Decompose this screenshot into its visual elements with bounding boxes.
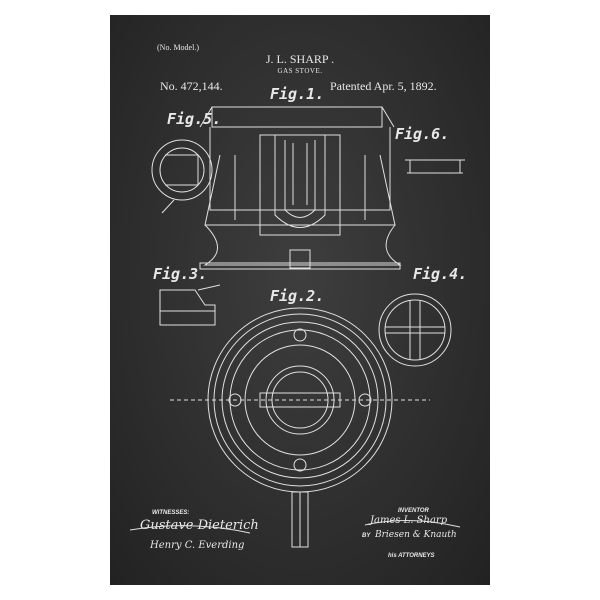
patent-number: No. 472,144. [160, 79, 223, 93]
inventor-title: J. L. SHARP . [265, 52, 335, 66]
fig-3-label: Fig.3. [153, 265, 208, 283]
invention-subtitle: GAS STOVE. [277, 67, 323, 75]
attorney-signature: Briesen & Knauth [375, 530, 457, 540]
fig-1-label: Fig.1. [270, 85, 325, 103]
witness-2-signature: Henry C. Everding [150, 540, 245, 551]
attorneys-label: his ATTORNEYS [388, 553, 435, 559]
patent-poster: (No. Model.) J. L. SHARP . GAS STOVE. No… [110, 15, 490, 585]
inventor-label: INVENTOR [398, 508, 429, 514]
fig-2-label: Fig.2. [270, 287, 325, 305]
patent-date: Patented Apr. 5, 1892. [330, 79, 437, 93]
witness-flourish [129, 525, 251, 534]
witness-1-signature: Gustave Dieterich [140, 518, 259, 533]
fig-5-drawing [151, 139, 213, 214]
witnesses-label: WITNESSES: [152, 510, 190, 516]
by-label: BY [362, 533, 371, 539]
fig-6-label: Fig.6. [395, 125, 450, 143]
fig-4-label: Fig.4. [413, 265, 468, 283]
inventor-signature: James L. Sharp [370, 515, 448, 526]
attorney-flourish [364, 520, 461, 528]
patent-drawings [129, 106, 465, 548]
model-note: (No. Model.) [157, 43, 199, 52]
fig-1-drawing [199, 106, 402, 270]
fig-3-drawing [159, 284, 221, 326]
fig-4-drawing [378, 293, 452, 367]
fig-2-drawing [170, 307, 430, 548]
fig-6-drawing [405, 159, 465, 174]
